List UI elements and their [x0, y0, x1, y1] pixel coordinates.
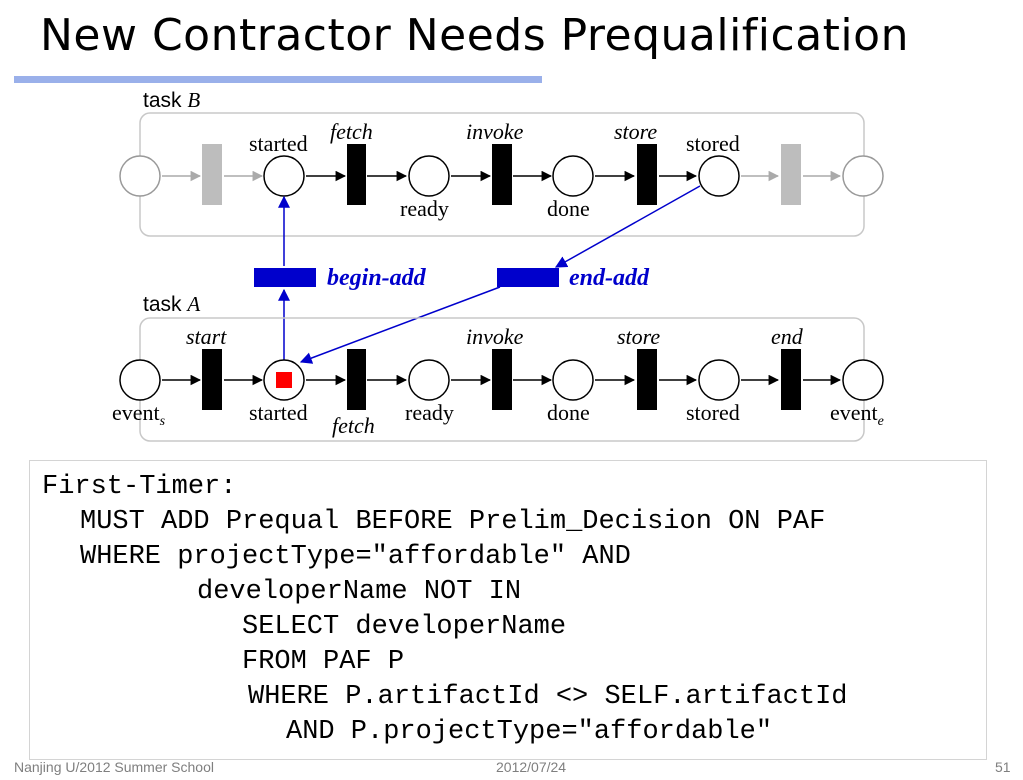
task-a-label-invoke: invoke: [466, 324, 524, 349]
slide-title: New Contractor Needs Prequalification: [40, 10, 909, 61]
code-line: First-Timer:: [42, 472, 237, 502]
task-a-place-stored: [698, 359, 740, 401]
task-a-label-event-s: events: [112, 400, 166, 429]
task-b-place-started: [263, 155, 305, 197]
code-line: AND P.projectType="affordable": [286, 717, 773, 747]
rule-code-box: First-Timer: MUST ADD Prequal BEFORE Pre…: [29, 460, 987, 760]
task-b-place-ready: [408, 155, 450, 197]
code-line: WHERE P.artifactId <> SELF.artifactId: [248, 682, 848, 712]
task-b-label-stored: stored: [686, 131, 740, 156]
task-b-transition-store: [637, 144, 657, 205]
transition-end-add: [497, 268, 559, 287]
task-a-label-stored: stored: [686, 400, 740, 425]
task-a-label: task A: [143, 292, 200, 316]
task-b-silent-transition-out: [781, 144, 801, 205]
task-a-place-done: [552, 359, 594, 401]
task-b-transition-fetch: [347, 144, 366, 205]
code-line: MUST ADD Prequal BEFORE Prelim_Decision …: [80, 507, 826, 537]
title-underline: [14, 76, 542, 83]
footer-date: 2012/07/24: [496, 759, 567, 775]
task-b-label-started: started: [249, 131, 308, 156]
task-a-label-store: store: [617, 324, 660, 349]
task-b-label-store: store: [614, 119, 657, 144]
task-b-label: task B: [143, 88, 200, 112]
code-line: WHERE projectType="affordable" AND: [80, 542, 631, 572]
task-a-transition-invoke: [492, 349, 512, 410]
task-a-transition-store: [637, 349, 657, 410]
code-line: FROM PAF P: [242, 647, 405, 677]
token-marker: [276, 372, 292, 388]
code-line: developerName NOT IN: [197, 577, 522, 607]
end-add-label: end-add: [569, 265, 650, 291]
task-a-place-event-s: [119, 359, 161, 401]
task-a-transition-end: [781, 349, 801, 410]
task-b-silent-transition-in: [202, 144, 222, 205]
task-a-label-end: end: [771, 324, 804, 349]
task-b-transition-invoke: [492, 144, 512, 205]
task-a-label-start: start: [186, 324, 227, 349]
footer-institution: Nanjing U/2012 Summer School: [14, 759, 214, 775]
task-a-transition-start: [202, 349, 222, 410]
task-b-place-done: [552, 155, 594, 197]
task-b-source-place: [119, 155, 161, 197]
arc-b-stored-to-end-add: [554, 185, 701, 268]
task-a-label-done: done: [547, 400, 590, 425]
task-a-label-event-e: evente: [830, 400, 884, 429]
task-a-place-event-e: [842, 359, 884, 401]
code-line: SELECT developerName: [242, 612, 567, 642]
task-a-label-ready: ready: [405, 400, 454, 425]
task-b-place-stored: [698, 155, 740, 197]
task-b-label-done: done: [547, 196, 590, 221]
task-a-place-ready: [408, 359, 450, 401]
transition-begin-add: [254, 268, 316, 287]
petri-net-diagram: task B started fetch invoke store stored…: [112, 88, 884, 442]
page-number: 51: [995, 759, 1011, 775]
task-b-sink-place: [842, 155, 884, 197]
begin-add-label: begin-add: [327, 265, 427, 291]
task-b-label-ready: ready: [400, 196, 449, 221]
task-a-label-started: started: [249, 400, 308, 425]
arc-end-add-to-a-started: [299, 286, 501, 364]
task-a-transition-fetch: [347, 349, 366, 410]
task-b-label-fetch: fetch: [330, 119, 373, 144]
task-a-label-fetch: fetch: [332, 413, 375, 438]
task-b-label-invoke: invoke: [466, 119, 524, 144]
